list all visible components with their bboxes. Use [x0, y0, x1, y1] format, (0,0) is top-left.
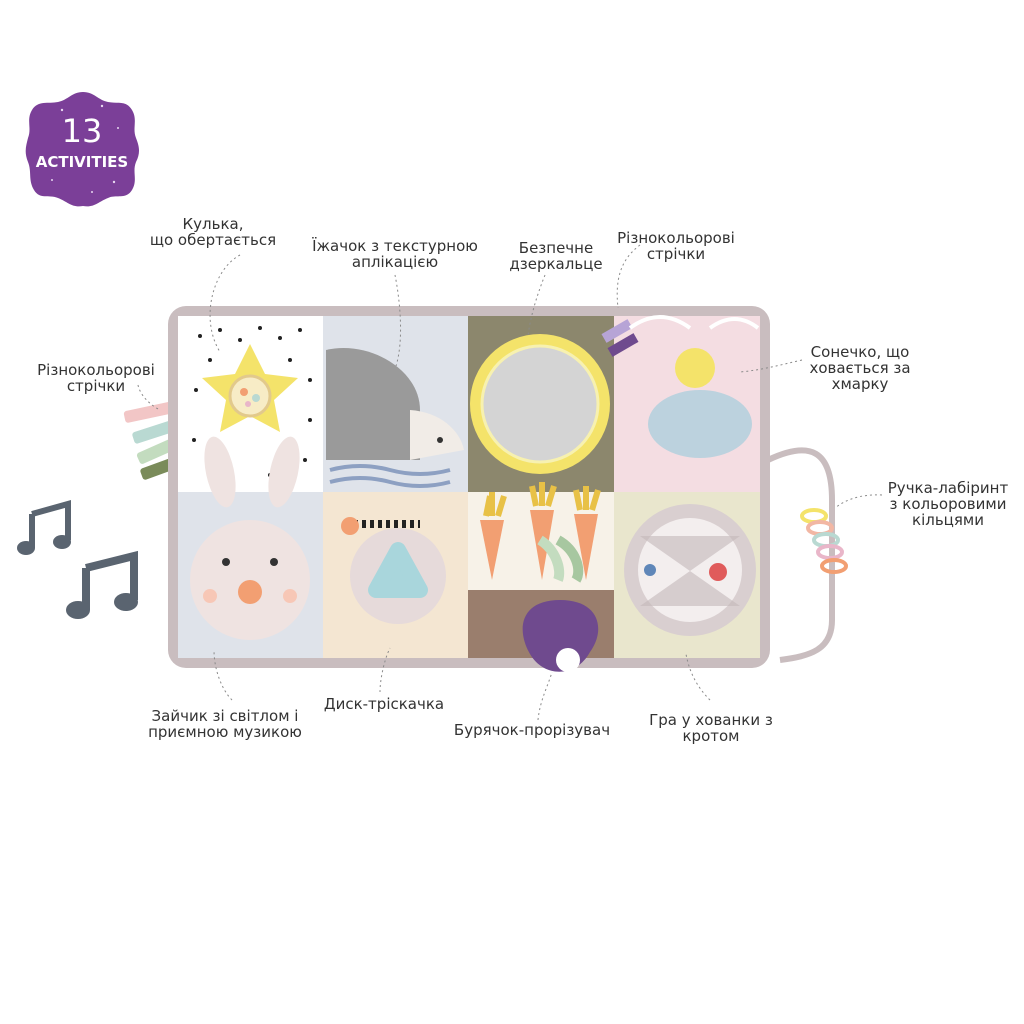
- label-line: аплікацією: [351, 253, 439, 271]
- music-note-icon: [17, 500, 71, 555]
- label-line: хмарку: [831, 375, 889, 393]
- label-line: що обертається: [149, 231, 277, 249]
- label-line: Бурячок-прорізувач: [453, 721, 611, 739]
- label-line: приємною музикою: [148, 723, 302, 741]
- activity-mat: [123, 306, 848, 672]
- label-line: Різнокольорові: [37, 361, 155, 379]
- label-mirror: Безпечне дзеркальце: [496, 240, 616, 272]
- label-line: Різнокольорові: [617, 229, 735, 247]
- label-line: стрічки: [646, 245, 706, 263]
- label-line: ховається за: [809, 359, 911, 377]
- activities-badge: [25, 92, 140, 207]
- label-line: кротом: [682, 727, 740, 745]
- label-line: дзеркальце: [509, 255, 603, 273]
- label-beet: Бурячок-прорізувач: [444, 722, 620, 738]
- label-line: Їжачок з текстурною: [312, 237, 478, 255]
- label-line: Кулька,: [182, 215, 244, 233]
- label-maze: Ручка-лабіринт з кольоровими кільцями: [878, 480, 1018, 528]
- label-line: Диск-тріскачка: [323, 695, 445, 713]
- label-sun: Сонечко, що ховається за хмарку: [800, 344, 920, 392]
- badge-text: ACTIVITIES: [35, 153, 129, 171]
- music-note-icon: [66, 550, 138, 619]
- label-line: Зайчик зі світлом і: [151, 707, 299, 725]
- label-mole: Гра у хованки з кротом: [640, 712, 782, 744]
- label-ribbons-left: Різнокольорові стрічки: [30, 362, 162, 394]
- label-line: Ручка-лабіринт: [887, 479, 1009, 497]
- badge-number: 13: [61, 112, 103, 150]
- label-disc: Диск-тріскачка: [318, 696, 450, 712]
- label-line: Сонечко, що: [810, 343, 910, 361]
- label-ball: Кулька, що обертається: [138, 216, 288, 248]
- label-ribbons-right: Різнокольорові стрічки: [606, 230, 746, 262]
- label-line: з кольоровими: [889, 495, 1007, 513]
- label-bunny: Зайчик зі світлом і приємною музикою: [140, 708, 310, 740]
- label-line: Безпечне: [518, 239, 594, 257]
- label-hedgehog: Їжачок з текстурною аплікацією: [300, 238, 490, 270]
- label-line: кільцями: [912, 511, 984, 529]
- label-line: Гра у хованки з: [649, 711, 773, 729]
- label-line: стрічки: [66, 377, 126, 395]
